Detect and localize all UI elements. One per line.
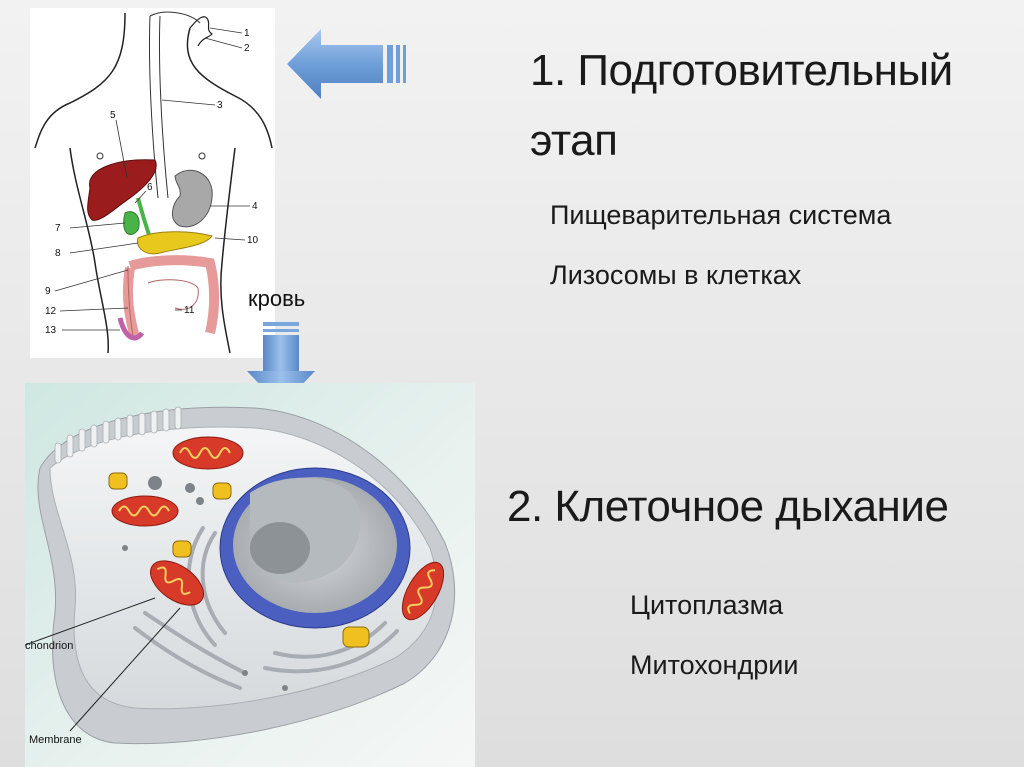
stage2-item-cytoplasm: Цитоплазма	[630, 590, 784, 620]
stomach-shape	[172, 169, 213, 228]
num-5: 5	[110, 110, 116, 121]
num-11: 11	[184, 305, 195, 316]
num-8: 8	[55, 248, 61, 259]
mitochondria-group	[111, 436, 445, 621]
num-10: 10	[247, 235, 259, 246]
mitochondrion-label: chondrion	[25, 640, 73, 652]
stage1-item-lysosomes: Лизосомы в клетках	[550, 260, 802, 290]
num-9: 9	[45, 286, 51, 297]
pancreas-shape	[137, 231, 213, 255]
gallbladder-shape	[123, 211, 140, 235]
num-12: 12	[45, 306, 57, 317]
arrow-left-icon	[287, 29, 406, 99]
num-1: 1	[244, 28, 250, 39]
num-4: 4	[252, 201, 258, 212]
arrow-down-icon	[247, 322, 315, 407]
stage2-item-mitochondria: Митохондрии	[630, 650, 799, 680]
stage1-title-line1: 1. Подготовительный	[530, 46, 953, 95]
num-2: 2	[244, 43, 250, 54]
membrane-label: Membrane	[29, 734, 82, 746]
num-3: 3	[217, 100, 223, 111]
blood-label: кровь	[248, 286, 306, 311]
num-7: 7	[55, 223, 61, 234]
num-13: 13	[45, 325, 57, 336]
stage1-title-line2: этап	[530, 116, 618, 165]
num-6: 6	[147, 182, 153, 193]
digestive-system-diagram: 1 2 3 4 5 6 7 8 10 9 11 12 13	[30, 8, 275, 358]
cell-diagram: chondrion Membrane	[25, 383, 475, 767]
liver-shape	[87, 159, 157, 221]
stage2-title: 2. Клеточное дыхание	[507, 482, 949, 531]
stage1-item-digestive: Пищеварительная система	[550, 200, 892, 230]
anatomy-number-labels: 1 2 3 4 5 6 7 8 10 9 11 12 13	[45, 28, 259, 336]
